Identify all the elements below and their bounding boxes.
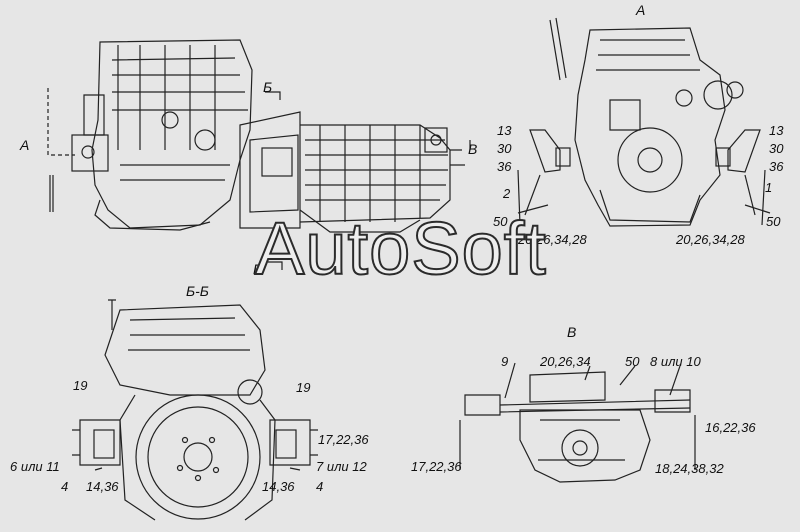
view-a-right-callout-2: 30	[769, 141, 784, 156]
view-bb-right-1436: 14,36	[262, 479, 295, 494]
view-v-callout-172236: 17,22,36	[411, 459, 462, 474]
view-v-callout-8or10: 8 или 10	[650, 354, 701, 369]
view-bb-left-19: 19	[73, 378, 88, 393]
view-v-callout-162236: 16,22,36	[705, 420, 756, 435]
view-a-left-bottom: 50	[493, 214, 508, 229]
view-bb-left-4: 4	[61, 479, 69, 494]
section-label-b-bottom: Б	[253, 261, 263, 277]
view-v-callout-18243832: 18,24,38,32	[655, 461, 724, 476]
view-bb-right-upper: 17,22,36	[318, 432, 369, 447]
view-a-right-part: 1	[765, 180, 773, 195]
view-bb-left-1436: 14,36	[86, 479, 119, 494]
view-v-title: В	[567, 324, 577, 340]
view-bb-right-19: 19	[296, 380, 311, 395]
view-a-left-part: 2	[503, 186, 511, 201]
view-bb-right-4: 4	[316, 479, 324, 494]
view-a-right-bottom: 50	[766, 214, 781, 229]
view-a-title: А	[636, 2, 646, 18]
watermark-logo: AutoSoft	[254, 207, 547, 290]
side-view-gearbox	[239, 111, 465, 233]
view-bb-left-option: 6 или 11	[10, 459, 60, 474]
view-bb-engine	[72, 299, 318, 521]
view-v-callout-9: 9	[501, 354, 509, 369]
section-label-a: А	[20, 137, 30, 153]
view-a-right-callout-1: 13	[769, 123, 784, 138]
view-a-left-callout-3: 36	[497, 159, 512, 174]
view-a-right-bolts: 20,26,34,28	[676, 232, 745, 247]
view-a-left-callout-1: 13	[497, 123, 512, 138]
view-v-gearbox	[459, 371, 696, 483]
view-a-left-bolts: 20,26,34,28	[518, 232, 587, 247]
view-bb-title: Б-Б	[186, 283, 209, 299]
view-v-callout-202634: 20,26,34	[540, 354, 591, 369]
section-mark-b-top	[265, 91, 281, 100]
side-view-engine	[47, 39, 253, 231]
section-label-b-top: Б	[263, 79, 273, 95]
view-bb-right-option: 7 или 12	[316, 459, 367, 474]
view-a-right-callout-3: 36	[769, 159, 784, 174]
view-v-callout-50: 50	[625, 354, 640, 369]
view-a-engine	[517, 17, 766, 227]
view-a-left-callout-2: 30	[497, 141, 512, 156]
section-label-v: В	[468, 141, 478, 157]
section-mark-b-bottom	[268, 261, 283, 270]
